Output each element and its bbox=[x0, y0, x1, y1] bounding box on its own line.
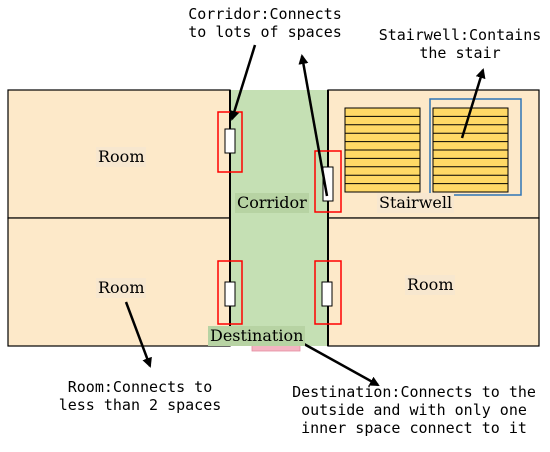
arrow-corridor-to-top-left-door bbox=[229, 44, 257, 121]
arrow-stairwell bbox=[460, 68, 486, 139]
annotation-destination: Destination:Connects to the outside and … bbox=[292, 383, 536, 437]
stair-flight-left bbox=[344, 107, 421, 193]
door-top-right bbox=[314, 150, 342, 213]
label-room-top-left: Room bbox=[96, 147, 147, 167]
stairwell-highlight-frame bbox=[429, 98, 522, 196]
door-bottom-left bbox=[217, 260, 243, 325]
label-stairwell: Stairwell bbox=[377, 193, 455, 213]
annotation-stairwell: Stairwell:Contains the stair bbox=[378, 26, 542, 62]
stair-flight-right bbox=[432, 107, 509, 193]
label-room-bottom-left: Room bbox=[96, 278, 147, 298]
corridor-area bbox=[230, 90, 328, 346]
label-corridor: Corridor bbox=[235, 193, 309, 213]
label-destination: Destination bbox=[208, 326, 306, 346]
arrow-corridor-to-top-right-door bbox=[298, 54, 329, 197]
door-bottom-right bbox=[314, 260, 342, 325]
annotation-corridor: Corridor:Connects to lots of spaces bbox=[188, 5, 342, 41]
annotation-room: Room:Connects to less than 2 spaces bbox=[58, 378, 222, 414]
label-room-bottom-right: Room bbox=[405, 275, 456, 295]
arrow-room bbox=[124, 301, 152, 368]
